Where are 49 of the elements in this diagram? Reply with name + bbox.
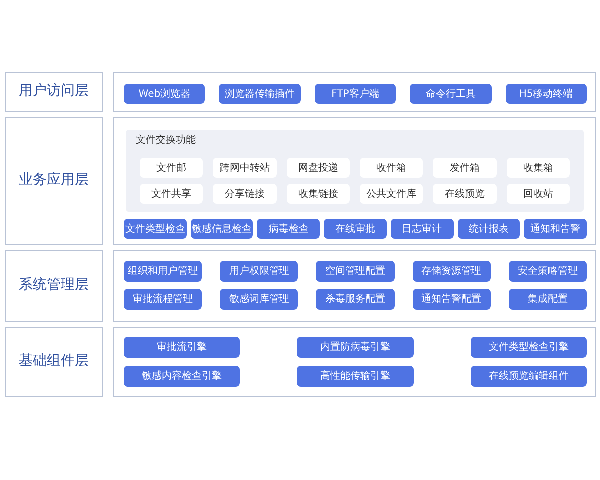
module-tile: Web浏览器 (124, 84, 206, 104)
module-tile: 敏感词库管理 (220, 289, 298, 310)
module-tile: 浏览器传输插件 (219, 84, 301, 104)
group-title: 文件交换功能 (136, 135, 196, 146)
module-tile: 敏感内容检查引擎 (124, 366, 240, 387)
module-tile: 安全策略管理 (508, 261, 587, 282)
module-tile: 日志审计 (390, 219, 454, 239)
module-tile: FTP客户端 (314, 84, 396, 104)
module-tile: 用户权限管理 (220, 261, 298, 282)
layer-label: 系统管理层 (5, 250, 103, 322)
feature-tile: 文件共享 (140, 184, 204, 204)
feature-tile: 跨网中转站 (213, 158, 277, 178)
feature-tile: 收集链接 (286, 184, 350, 204)
module-tile: 在线审批 (324, 219, 387, 239)
feature-tile: 收件箱 (360, 158, 424, 178)
module-tile: 在线预览编辑组件 (470, 366, 587, 387)
module-tile: 统计报表 (458, 219, 520, 239)
module-tile: H5移动终端 (506, 84, 587, 104)
feature-tile: 回收站 (506, 184, 570, 204)
feature-tile: 分享链接 (213, 184, 277, 204)
layer-label: 基础组件层 (5, 327, 103, 397)
feature-tile: 在线预览 (433, 184, 497, 204)
feature-tile: 文件邮 (140, 158, 204, 178)
module-tile: 敏感信息检查 (190, 219, 254, 239)
module-tile: 组织和用户管理 (124, 261, 202, 282)
module-tile: 存储资源管理 (412, 261, 491, 282)
module-tile: 集成配置 (508, 289, 587, 310)
feature-tile: 网盘投递 (286, 158, 350, 178)
module-tile: 内置防病毒引擎 (297, 337, 414, 358)
module-tile: 通知和告警 (524, 219, 587, 239)
module-tile: 文件类型检查引擎 (470, 337, 587, 358)
module-tile: 审批流引擎 (124, 337, 240, 358)
layer-label: 业务应用层 (5, 117, 103, 245)
layer-label: 用户访问层 (5, 72, 103, 112)
module-tile: 杀毒服务配置 (316, 289, 395, 310)
layer-panel (113, 327, 596, 397)
layer-panel (113, 72, 596, 112)
layer-panel (113, 250, 596, 322)
module-tile: 文件类型检查 (124, 219, 187, 239)
module-tile: 审批流程管理 (124, 289, 202, 310)
module-tile: 高性能传输引擎 (297, 366, 414, 387)
module-tile: 空间管理配置 (316, 261, 395, 282)
module-tile: 通知告警配置 (412, 289, 491, 310)
module-tile: 命令行工具 (410, 84, 492, 104)
feature-tile: 收集箱 (506, 158, 570, 178)
feature-tile: 公共文件库 (360, 184, 424, 204)
feature-tile: 发件箱 (433, 158, 497, 178)
module-tile: 病毒检查 (257, 219, 320, 239)
layer-panel (113, 117, 596, 245)
